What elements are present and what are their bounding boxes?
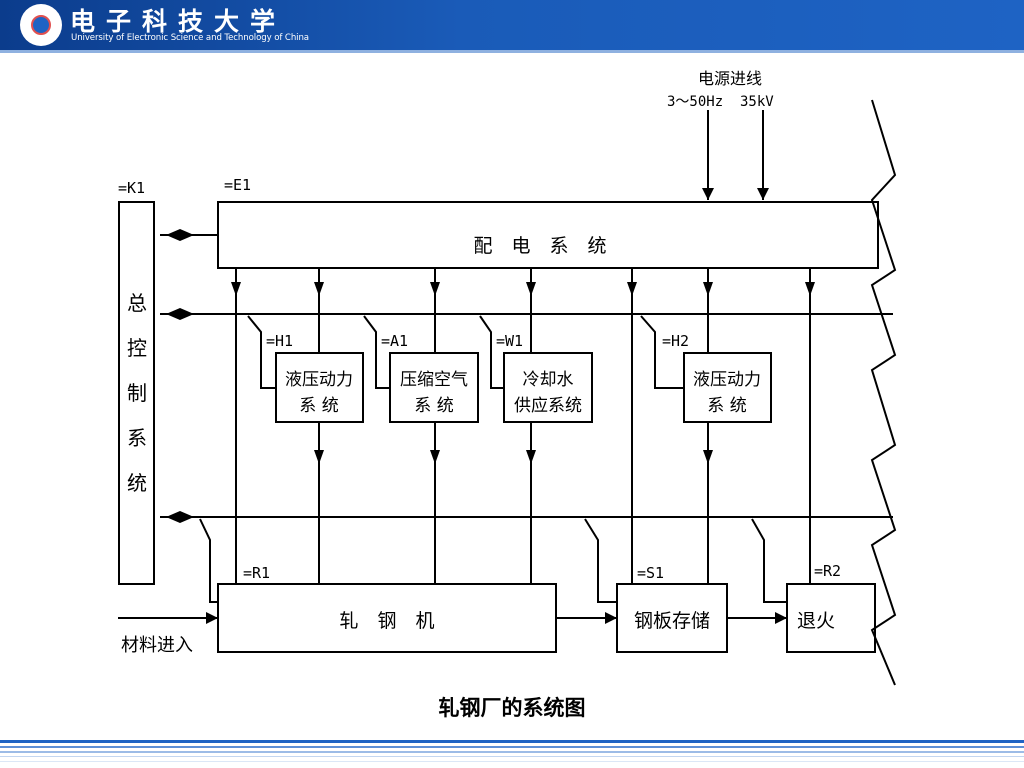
power-voltage-label: 35kV	[740, 94, 774, 110]
university-name-en: University of Electronic Science and Tec…	[71, 33, 309, 43]
tag-h1: =H1	[266, 332, 293, 350]
svg-text:统: 统	[127, 471, 147, 495]
tag-r1: =R1	[243, 564, 270, 582]
tag-s1: =S1	[637, 564, 664, 582]
tag-a1: =A1	[381, 332, 408, 350]
header-bar	[0, 0, 1024, 50]
cooling-water-line2: 供应系统	[514, 396, 582, 416]
cooling-water-line1: 冷却水	[523, 370, 574, 390]
hydraulic-h1-line1: 液压动力	[285, 370, 353, 390]
plate-storage-label: 钢板存储	[634, 610, 710, 632]
svg-text:总: 总	[127, 291, 147, 315]
tag-k1: =K1	[118, 179, 145, 197]
diagram-caption: 轧钢厂的系统图	[438, 696, 586, 720]
control-system-label: 总 控 制 系 统	[127, 291, 147, 495]
power-distribution-label: 配 电 系 统	[473, 235, 606, 257]
material-input-label: 材料进入	[121, 635, 193, 656]
tag-h2: =H2	[662, 332, 689, 350]
power-input-label: 电源进线	[698, 69, 762, 88]
svg-text:系: 系	[127, 426, 147, 450]
footer-bar	[0, 740, 1024, 768]
control-system-box	[118, 201, 155, 585]
university-emblem-center-icon	[31, 15, 51, 35]
power-frequency-label: 3～50Hz	[667, 94, 723, 110]
hydraulic-h2-line2: 系 统	[707, 396, 746, 416]
tag-e1: =E1	[224, 176, 251, 194]
svg-text:制: 制	[127, 381, 147, 405]
compressed-air-line2: 系 统	[414, 396, 453, 416]
compressed-air-line1: 压缩空气	[400, 370, 468, 390]
annealing-label: 退火	[797, 610, 835, 632]
rolling-mill-label: 轧 钢 机	[339, 610, 434, 632]
zigzag-edge	[870, 99, 897, 686]
svg-text:控: 控	[127, 336, 147, 360]
header-divider	[0, 50, 1024, 53]
tag-w1: =W1	[496, 332, 523, 350]
tag-r2: =R2	[814, 562, 841, 580]
university-name-cn: 电子科技大学	[70, 7, 287, 36]
hydraulic-h2-line1: 液压动力	[693, 370, 761, 390]
hydraulic-h1-line2: 系 统	[299, 396, 338, 416]
